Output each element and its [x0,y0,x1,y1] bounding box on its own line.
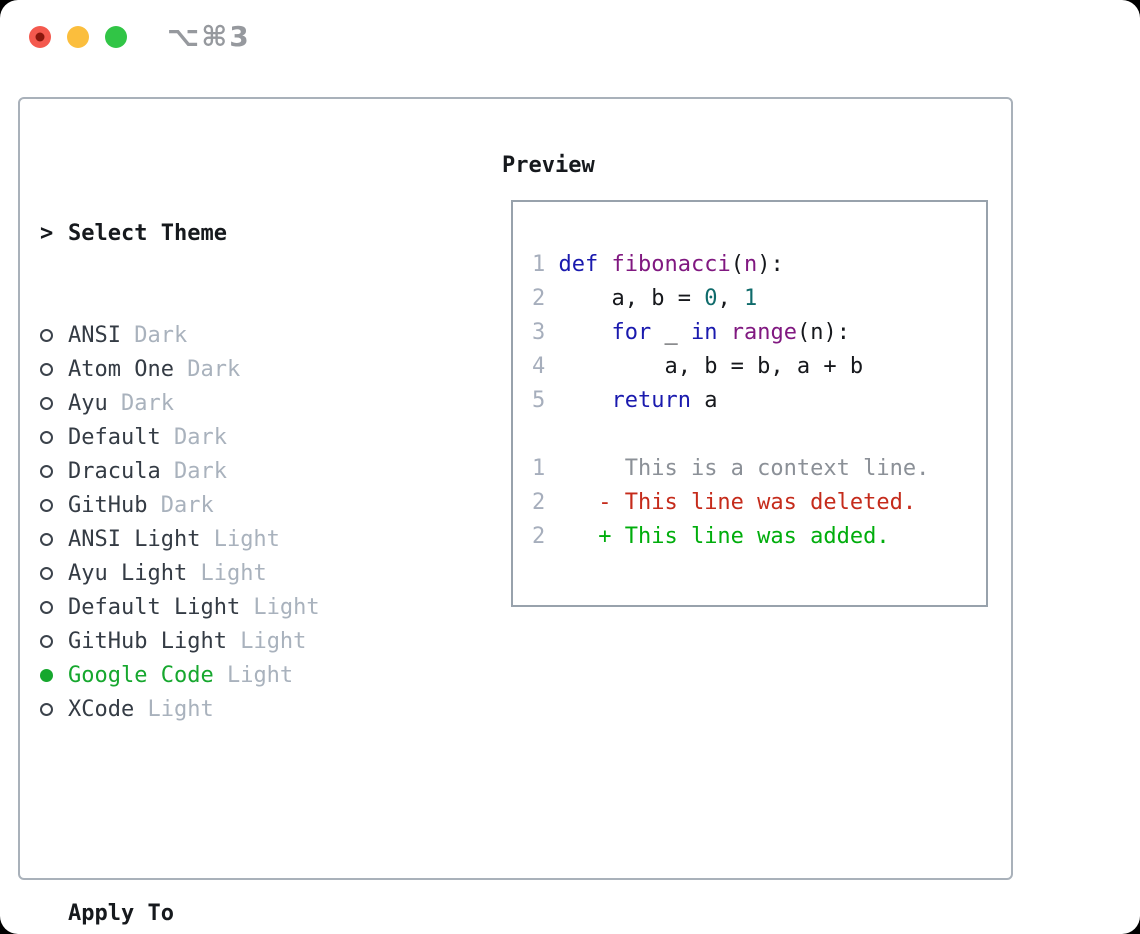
theme-option-label: Ayu Light [68,561,188,586]
theme-option[interactable]: Ayu Dark [40,387,411,421]
preview-title: Preview [502,153,595,178]
theme-variant-label: Light [134,697,214,722]
radio-unselected-icon [40,499,53,512]
theme-option[interactable]: GitHub Light Light [40,625,411,659]
theme-option[interactable]: XCode Light [40,693,411,727]
theme-option[interactable]: Ayu Light Light [40,557,411,591]
theme-option[interactable]: Default Dark [40,421,411,455]
theme-option[interactable]: Default Light Light [40,591,411,625]
title-bar: ⌥⌘3 [0,0,1140,75]
line-number: 2 [532,524,546,549]
code-line: 1 This is a context line. [532,456,930,481]
radio-unselected-icon [40,397,53,410]
modified-dot-icon [35,32,45,42]
code-line: 5 return a [532,388,718,413]
theme-option-label: ANSI [68,323,121,348]
spacer [40,795,411,829]
theme-option-label: ANSI Light [68,527,201,552]
theme-option[interactable]: GitHub Dark [40,489,411,523]
radio-unselected-icon [40,601,53,614]
theme-option[interactable]: ANSI Light Light [40,523,411,557]
theme-option-label: XCode [68,697,135,722]
close-button[interactable] [29,26,51,48]
zoom-button[interactable] [105,26,127,48]
radio-unselected-icon [40,635,53,648]
theme-option-label: Ayu [68,391,108,416]
theme-variant-label: Light [226,629,307,654]
radio-unselected-icon [40,465,53,478]
theme-variant-label: Dark [173,357,241,382]
theme-option-label: GitHub Light [68,629,227,654]
code-line [532,418,986,452]
line-number: 1 [532,456,546,481]
apply-to-header: Apply To [40,897,411,931]
line-number: 2 [532,286,546,311]
radio-unselected-icon [40,703,53,716]
code-line: 1 def fibonacci(n): [532,252,784,277]
theme-variant-label: Light [240,595,320,620]
code-line: 2 a, b = 0, 1 [532,286,758,311]
theme-variant-label: Light [200,527,280,552]
theme-option-label: Default Light [68,595,241,620]
radio-unselected-icon [40,567,53,580]
theme-option[interactable]: Dracula Dark [40,455,411,489]
line-number: 4 [532,354,546,379]
theme-variant-label: Dark [160,459,227,484]
theme-option-label: Default [68,425,161,450]
radio-unselected-icon [40,363,53,376]
radio-unselected-icon [40,329,53,342]
code-line: 2 + This line was added. [532,524,890,549]
theme-option-label: GitHub [68,493,148,518]
code-line: 3 for _ in range(n): [532,320,850,345]
line-number: 2 [532,490,546,515]
theme-variant-label: Light [187,561,267,586]
theme-option[interactable]: Atom One Dark [40,353,411,387]
select-theme-title: Select Theme [68,221,227,246]
theme-variant-label: Dark [107,391,174,416]
code-line: 2 - This line was deleted. [532,490,917,515]
theme-option[interactable]: Google Code Light [40,659,411,693]
preview-box: 1 def fibonacci(n): 2 a, b = 0, 1 3 for _ … [511,200,988,607]
minimize-button[interactable] [67,26,89,48]
select-theme-header: > Select Theme [40,217,411,251]
line-number: 5 [532,388,546,413]
theme-option-label: Atom One [68,357,174,382]
radio-selected-icon [40,669,53,682]
theme-variant-label: Dark [120,323,188,348]
theme-option-label: Google Code [68,663,214,688]
prompt-cursor-icon: > [40,221,54,246]
line-number: 3 [532,320,546,345]
theme-variant-label: Light [213,663,294,688]
theme-option[interactable]: ANSI Dark [40,319,411,353]
window-title-shortcut: ⌥⌘3 [167,20,251,53]
traffic-lights [29,26,127,48]
theme-option-label: Dracula [68,459,161,484]
code-line: 4 a, b = b, a + b [532,354,864,379]
preview-code: 1 def fibonacci(n): 2 a, b = 0, 1 3 for _ … [532,248,986,554]
theme-variant-label: Dark [147,493,214,518]
radio-unselected-icon [40,431,53,444]
line-number: 1 [532,252,546,277]
radio-unselected-icon [40,533,53,546]
apply-to-title: Apply To [68,901,174,926]
theme-variant-label: Dark [160,425,227,450]
